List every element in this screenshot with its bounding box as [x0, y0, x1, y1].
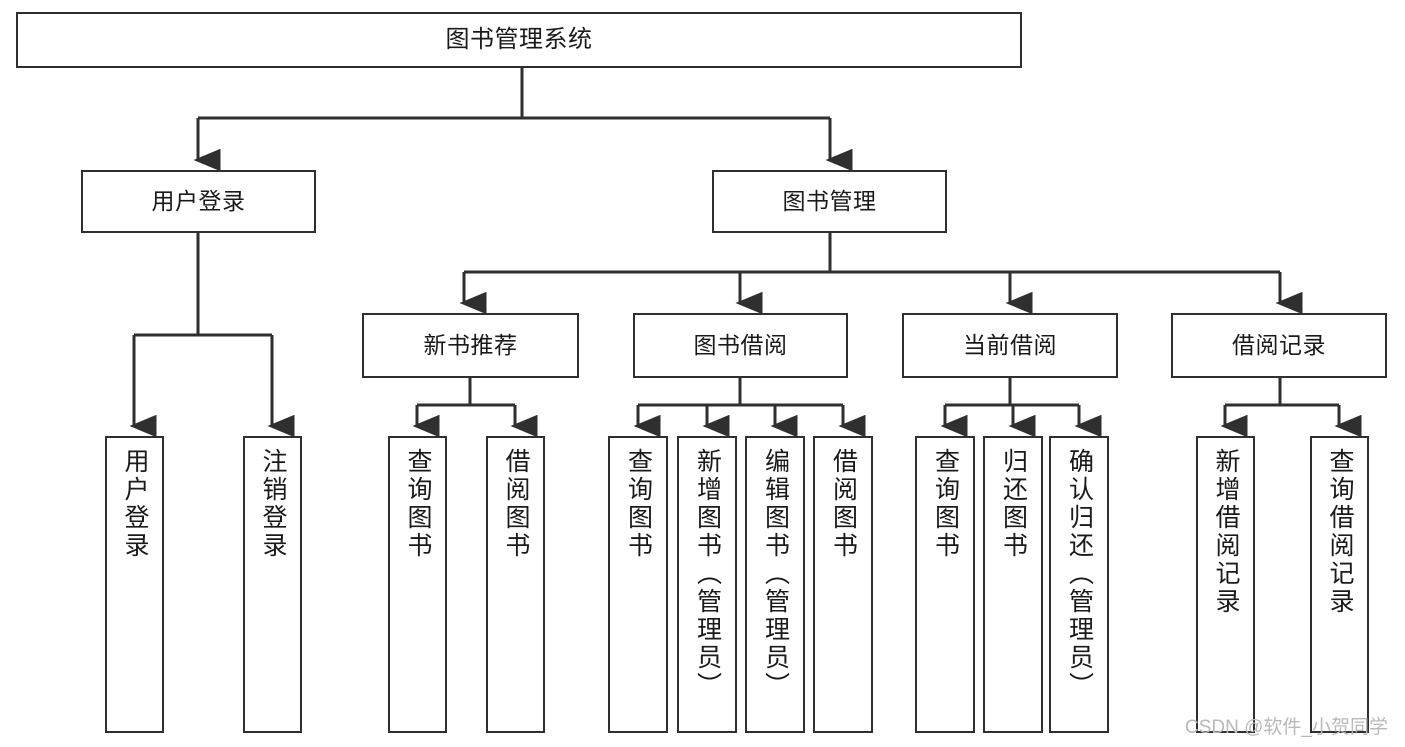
- node-root[interactable]: 图书管理系统: [16, 12, 1022, 68]
- node-leaf-query-book-1[interactable]: 查询图书: [388, 436, 447, 733]
- node-book-borrow[interactable]: 图书借阅: [633, 313, 848, 378]
- node-leaf-add-record[interactable]: 新增借阅记录: [1196, 436, 1255, 733]
- node-leaf-confirm-return[interactable]: 确认归还（管理员）: [1049, 436, 1109, 733]
- node-leaf-edit-book-label: 编辑图书（管理员）: [761, 448, 790, 700]
- node-borrow-record[interactable]: 借阅记录: [1171, 313, 1387, 378]
- node-user-login-label: 用户登录: [151, 188, 246, 215]
- node-leaf-user-login-label: 用户登录: [121, 448, 149, 560]
- node-leaf-query-book-3-label: 查询图书: [931, 448, 960, 560]
- node-borrow-record-label: 借阅记录: [1232, 332, 1326, 359]
- node-current-borrow[interactable]: 当前借阅: [902, 313, 1118, 378]
- node-book-management[interactable]: 图书管理: [712, 170, 947, 233]
- node-book-management-label: 图书管理: [782, 188, 877, 215]
- node-leaf-confirm-return-label: 确认归还（管理员）: [1065, 448, 1094, 700]
- node-new-book-recommend-label: 新书推荐: [423, 332, 518, 359]
- node-leaf-return-book-label: 归还图书: [999, 448, 1028, 560]
- node-user-login[interactable]: 用户登录: [81, 170, 316, 233]
- node-leaf-add-book[interactable]: 新增图书（管理员）: [677, 436, 737, 733]
- node-leaf-logout-login[interactable]: 注销登录: [243, 436, 302, 733]
- node-current-borrow-label: 当前借阅: [963, 332, 1057, 359]
- node-leaf-add-book-label: 新增图书（管理员）: [693, 448, 722, 700]
- node-leaf-query-book-2[interactable]: 查询图书: [608, 436, 668, 733]
- node-leaf-borrow-book-2[interactable]: 借阅图书: [813, 436, 873, 733]
- node-leaf-borrow-book-1-label: 借阅图书: [502, 448, 530, 560]
- node-leaf-query-book-1-label: 查询图书: [404, 448, 432, 560]
- node-leaf-user-login[interactable]: 用户登录: [105, 436, 164, 733]
- node-root-label: 图书管理系统: [445, 26, 593, 54]
- node-new-book-recommend[interactable]: 新书推荐: [362, 313, 579, 378]
- node-leaf-query-record[interactable]: 查询借阅记录: [1310, 436, 1369, 733]
- node-leaf-query-book-2-label: 查询图书: [624, 448, 653, 560]
- node-leaf-borrow-book-2-label: 借阅图书: [829, 448, 858, 560]
- watermark: CSDN @软件_小贺同学: [1185, 717, 1388, 738]
- node-leaf-return-book[interactable]: 归还图书: [983, 436, 1043, 733]
- node-leaf-borrow-book-1[interactable]: 借阅图书: [486, 436, 545, 733]
- node-leaf-query-book-3[interactable]: 查询图书: [915, 436, 975, 733]
- node-leaf-edit-book[interactable]: 编辑图书（管理员）: [745, 436, 805, 733]
- node-book-borrow-label: 图书借阅: [693, 332, 788, 359]
- node-leaf-logout-login-label: 注销登录: [259, 448, 287, 560]
- node-leaf-query-record-label: 查询借阅记录: [1326, 448, 1354, 616]
- node-leaf-add-record-label: 新增借阅记录: [1212, 448, 1240, 616]
